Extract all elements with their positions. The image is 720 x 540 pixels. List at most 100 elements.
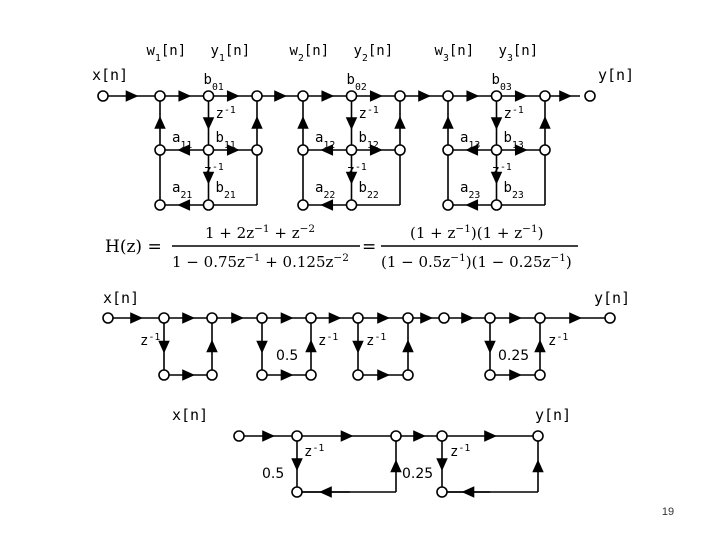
stage3-delay2-label: z-1 — [492, 162, 512, 180]
cascade-input-label: x[n] — [92, 66, 128, 84]
net3-return-1-arrow — [532, 459, 544, 473]
equation-num1-part-0: 1 + 2z — [205, 224, 254, 242]
stage2-b0-label-part-0: b — [347, 72, 355, 88]
equation-num1-part-3: −2 — [300, 223, 315, 235]
net3-feedback-0-arrow — [319, 486, 332, 498]
stage2-w-label-part-1: 2 — [298, 53, 304, 64]
net3-top-node-3 — [436, 430, 448, 442]
stage2-w-label-part-0: w — [290, 43, 299, 59]
stage3-w-label-part-1: 3 — [443, 53, 449, 64]
stage3-b2-label-part-1: 23 — [512, 190, 524, 201]
stage2-b0-label: b02 — [347, 72, 367, 93]
stage2-a2-label-part-1: 22 — [323, 190, 335, 201]
net3-coef1: 0.5 — [262, 466, 284, 482]
equation-den2-part-0: (1 − 0.5z — [381, 253, 450, 271]
stage1-w-label-part-1: 1 — [155, 53, 161, 64]
page-number: 19 — [661, 506, 675, 518]
stage1-w-label-part-2: [n] — [161, 43, 186, 59]
net3-delay-label-2-part-0: z — [450, 444, 458, 460]
net3-output-label: y[n] — [535, 406, 571, 424]
net2-delay-label-3-part-1: -1 — [374, 332, 386, 343]
stage1-y-label: y1[n] — [211, 43, 251, 64]
equation-den2: (1 − 0.5z−1)(1 − 0.25z−1) — [381, 252, 572, 271]
net2-delay-label-4-part-1: -1 — [556, 332, 568, 343]
equation-lhs: H(z) = — [105, 237, 162, 257]
stage2-b1-label-part-1: 12 — [367, 140, 379, 151]
stage3-delay1-label-part-0: z — [504, 106, 512, 122]
net2-return-2-arrow — [402, 339, 414, 353]
stage2-delay2-label: z-1 — [347, 162, 367, 180]
stage3-a2-label: a23 — [460, 180, 480, 201]
stage1-top-left-branch-arrow — [178, 90, 192, 102]
stage2-right-bus-up-arrow — [394, 116, 406, 129]
cascade-output-node — [584, 90, 596, 102]
stage1-b1-label: b11 — [216, 130, 236, 151]
net2-return-3-arrow — [534, 339, 546, 353]
equation-num2-part-0: (1 + z — [410, 224, 456, 242]
net2-top-wire-2-arrow — [231, 312, 244, 324]
stage1-center-mid-node — [202, 144, 215, 156]
equation-den1-part-2: + 0.125z — [260, 253, 333, 271]
stage2-center-mid-node — [345, 144, 358, 156]
stage3-b0-label: b03 — [492, 72, 512, 93]
stage1-w-label-part-0: w — [147, 43, 156, 59]
stage3-delay2-label-part-1: -1 — [500, 162, 512, 173]
net3-top-wire-0-arrow — [262, 430, 275, 442]
stage2-center-bot-node — [345, 199, 358, 211]
net2-delay-2-arrow — [352, 340, 364, 354]
stage3-delay1-label: z-1 — [504, 105, 524, 123]
stage1-y-label-part-2: [n] — [225, 43, 250, 59]
stage1-b0-label-part-1: 01 — [212, 82, 224, 93]
net2-bot-node-2-b — [402, 369, 414, 381]
stage3-b0-label-part-0: b — [492, 72, 500, 88]
stage1-a1-label: a11 — [172, 130, 192, 151]
equation-den2-part-2: )(1 − 0.25z — [466, 253, 551, 271]
stage2-delay2-arrow — [345, 171, 358, 185]
net2-return-1-arrow — [305, 339, 317, 353]
stage1-b2-label: b21 — [216, 180, 236, 201]
stage1-b2-label-part-1: 21 — [224, 190, 236, 201]
stage1-delay2-label: z-1 — [204, 162, 224, 180]
stage2-a2-label-part-0: a — [315, 180, 323, 196]
stage1-a2-label-part-1: 21 — [180, 190, 192, 201]
net2-bot-wire-1-arrow — [280, 369, 294, 381]
stage2-left-top-node — [297, 90, 309, 102]
stage1-delay1-arrow — [202, 117, 215, 130]
stage2-feedback-a2-arrow — [320, 199, 334, 211]
stage1-feedforward-b1-arrow — [226, 144, 240, 156]
net2-delay-1-arrow — [256, 340, 268, 354]
net3-top-wire-2-arrow — [413, 430, 426, 442]
stage3-feedback-a2-arrow — [465, 199, 479, 211]
net3-coef2: 0.25 — [402, 466, 433, 482]
stage3-left-bus-up-arrow — [442, 116, 454, 129]
stage3-a1-label-part-0: a — [460, 130, 468, 146]
stage1-right-top-node — [251, 90, 263, 102]
net2-top-node-7 — [438, 312, 450, 324]
stage2-delay1-label-part-0: z — [359, 106, 367, 122]
stage3-top-left-branch-arrow — [466, 90, 480, 102]
stage3-b1-label: b13 — [504, 130, 524, 151]
stage1-b0-label-part-0: b — [204, 72, 212, 88]
stage1-delay2-arrow — [202, 171, 215, 185]
net2-top-wire-5-arrow — [377, 312, 390, 324]
stage3-right-top-node — [539, 90, 551, 102]
equation-den1: 1 − 0.75z−1 + 0.125z−2 — [172, 252, 349, 271]
net2-top-node-9 — [534, 312, 546, 324]
stage1-feedback-a2-arrow — [177, 199, 191, 211]
net2-delay-label-2-part-0: z — [318, 333, 326, 349]
net2-top-node-10 — [604, 312, 616, 324]
stage3-center-mid-node — [490, 144, 503, 156]
stage2-y-label-part-1: 2 — [362, 53, 368, 64]
net2-top-wire-0-arrow — [130, 312, 143, 324]
net3-delay-label-2-part-1: -1 — [458, 443, 470, 454]
net3-top-node-0 — [233, 430, 245, 442]
equation-equals2: = — [362, 237, 376, 257]
stage2-w-label: w2[n] — [290, 43, 330, 64]
stage2-a2-label: a22 — [315, 180, 335, 201]
net3-delay-0-arrow — [291, 458, 303, 471]
stage2-a1-label: a12 — [315, 130, 335, 151]
equation-num1-part-2: + z — [270, 224, 300, 242]
stage3-w-label-part-0: w — [435, 43, 444, 59]
stage1-delay1-label-part-1: -1 — [224, 105, 236, 116]
